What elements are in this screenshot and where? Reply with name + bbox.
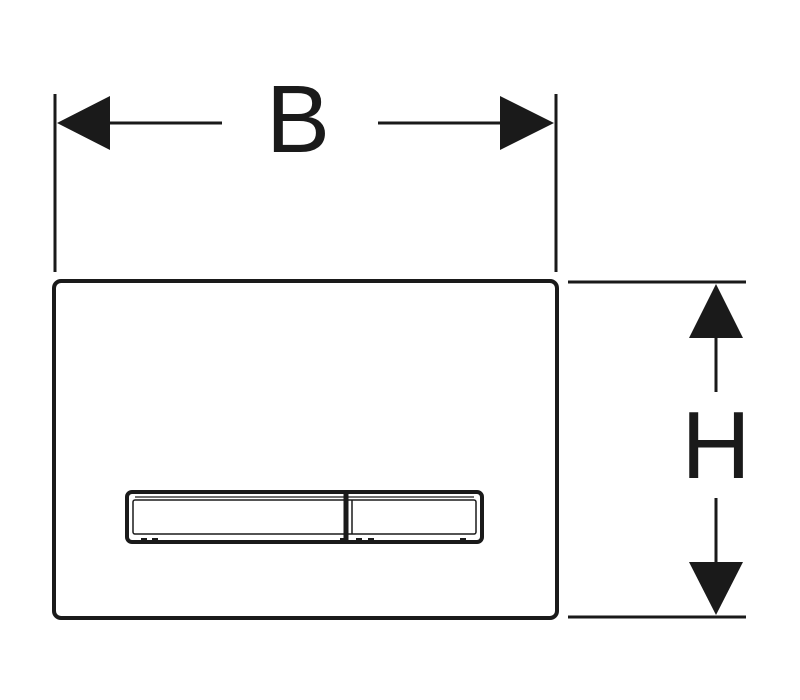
- height-dimension: H: [568, 280, 751, 619]
- width-arrowhead-right: [500, 96, 554, 150]
- flush-plate: [52, 279, 559, 620]
- width-label: B: [266, 66, 330, 173]
- width-dimension: B: [53, 66, 558, 272]
- actuator-outer-frame: [125, 490, 484, 544]
- height-label: H: [681, 392, 750, 499]
- height-arrowhead-top: [689, 284, 743, 338]
- actuator-bottom-ticks: [141, 538, 466, 542]
- actuator-buttons: [125, 490, 484, 544]
- height-arrowhead-bottom: [689, 562, 743, 615]
- width-arrowhead-left: [57, 96, 110, 150]
- flush-plate-outline: [52, 279, 559, 620]
- actuator-inner-frame: [132, 499, 477, 535]
